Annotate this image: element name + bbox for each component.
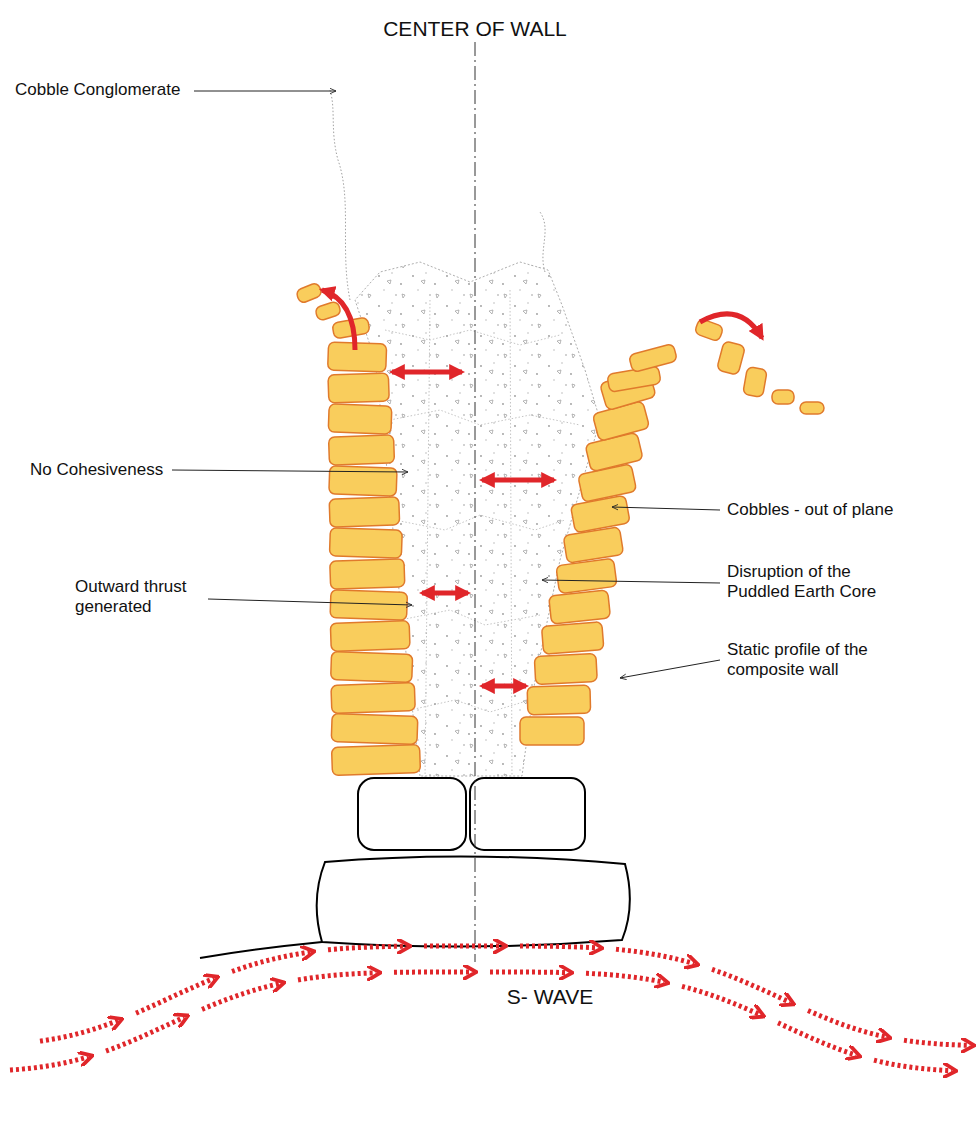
cobble bbox=[331, 714, 418, 745]
cobble bbox=[329, 466, 397, 496]
s-wave-line bbox=[616, 949, 694, 963]
cobble bbox=[534, 653, 597, 684]
cobble bbox=[541, 622, 603, 655]
part-label: No Cohesiveness bbox=[30, 460, 175, 480]
cobble bbox=[330, 559, 405, 590]
s-wave-line bbox=[202, 983, 280, 1009]
cobble bbox=[329, 435, 395, 465]
cobble bbox=[563, 527, 623, 564]
cobble bbox=[578, 464, 637, 503]
cobble bbox=[332, 744, 421, 775]
cobble bbox=[328, 373, 389, 403]
part-label: Outward thrust generated bbox=[75, 577, 210, 618]
cobble bbox=[743, 366, 768, 397]
s-wave-line bbox=[520, 946, 598, 948]
cobble bbox=[295, 282, 322, 304]
cobble bbox=[328, 404, 392, 434]
s-wave-line bbox=[874, 1060, 952, 1071]
cobble bbox=[329, 528, 402, 558]
part-label: Cobble Conglomerate bbox=[15, 80, 200, 100]
s-wave-line bbox=[298, 973, 376, 980]
cobble bbox=[314, 301, 341, 322]
cobble bbox=[549, 590, 611, 624]
cobble bbox=[628, 343, 677, 372]
cobble bbox=[331, 683, 415, 714]
cobble bbox=[527, 685, 591, 715]
s-wave-line bbox=[106, 1017, 184, 1051]
s-wave-line bbox=[682, 986, 760, 1014]
s-wave-line bbox=[40, 1021, 118, 1042]
s-wave-line bbox=[586, 973, 664, 982]
s-wave-line bbox=[808, 1011, 886, 1037]
cobble bbox=[772, 390, 794, 404]
s-wave-line bbox=[490, 970, 568, 976]
cobble bbox=[694, 318, 724, 342]
wave-label: S- WAVE bbox=[470, 984, 630, 1009]
cobble bbox=[800, 402, 824, 414]
part-label: Disruption of the Puddled Earth Core bbox=[727, 562, 902, 603]
part-label: Cobbles - out of plane bbox=[727, 500, 972, 520]
s-wave-line bbox=[778, 1023, 856, 1055]
cobble bbox=[585, 432, 643, 472]
cobble bbox=[570, 495, 630, 533]
cobble bbox=[716, 341, 745, 376]
s-wave-line bbox=[328, 946, 406, 950]
s-wave-line bbox=[232, 952, 310, 971]
cobble bbox=[331, 652, 413, 683]
cobble bbox=[520, 717, 584, 745]
cobble bbox=[330, 621, 410, 652]
cobble bbox=[556, 558, 617, 593]
s-wave-line bbox=[394, 970, 472, 975]
cobble bbox=[329, 497, 400, 527]
axis-label: CENTER OF WALL bbox=[330, 16, 620, 41]
s-wave-line bbox=[904, 1040, 970, 1045]
s-wave-line bbox=[424, 944, 502, 949]
s-wave-line bbox=[10, 1057, 88, 1070]
part-label: Static profile of the composite wall bbox=[727, 640, 912, 681]
